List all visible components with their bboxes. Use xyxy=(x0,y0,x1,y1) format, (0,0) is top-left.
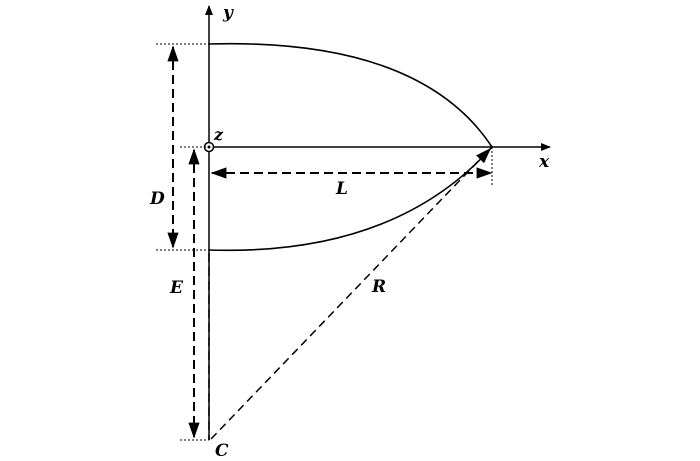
center-point-label: C xyxy=(215,441,229,461)
l-dimension-label: L xyxy=(335,179,348,199)
ogive-lower-profile xyxy=(208,146,493,252)
y-axis-label: y xyxy=(222,3,234,23)
x-axis-label: x xyxy=(538,152,550,172)
d-dimension-label: D xyxy=(149,189,165,209)
e-dimension-label: E xyxy=(169,278,184,298)
r-radius-line xyxy=(210,147,492,440)
r-radius-label: R xyxy=(371,277,386,297)
z-axis-label: z xyxy=(213,125,224,144)
ogive-upper-profile xyxy=(208,42,493,148)
